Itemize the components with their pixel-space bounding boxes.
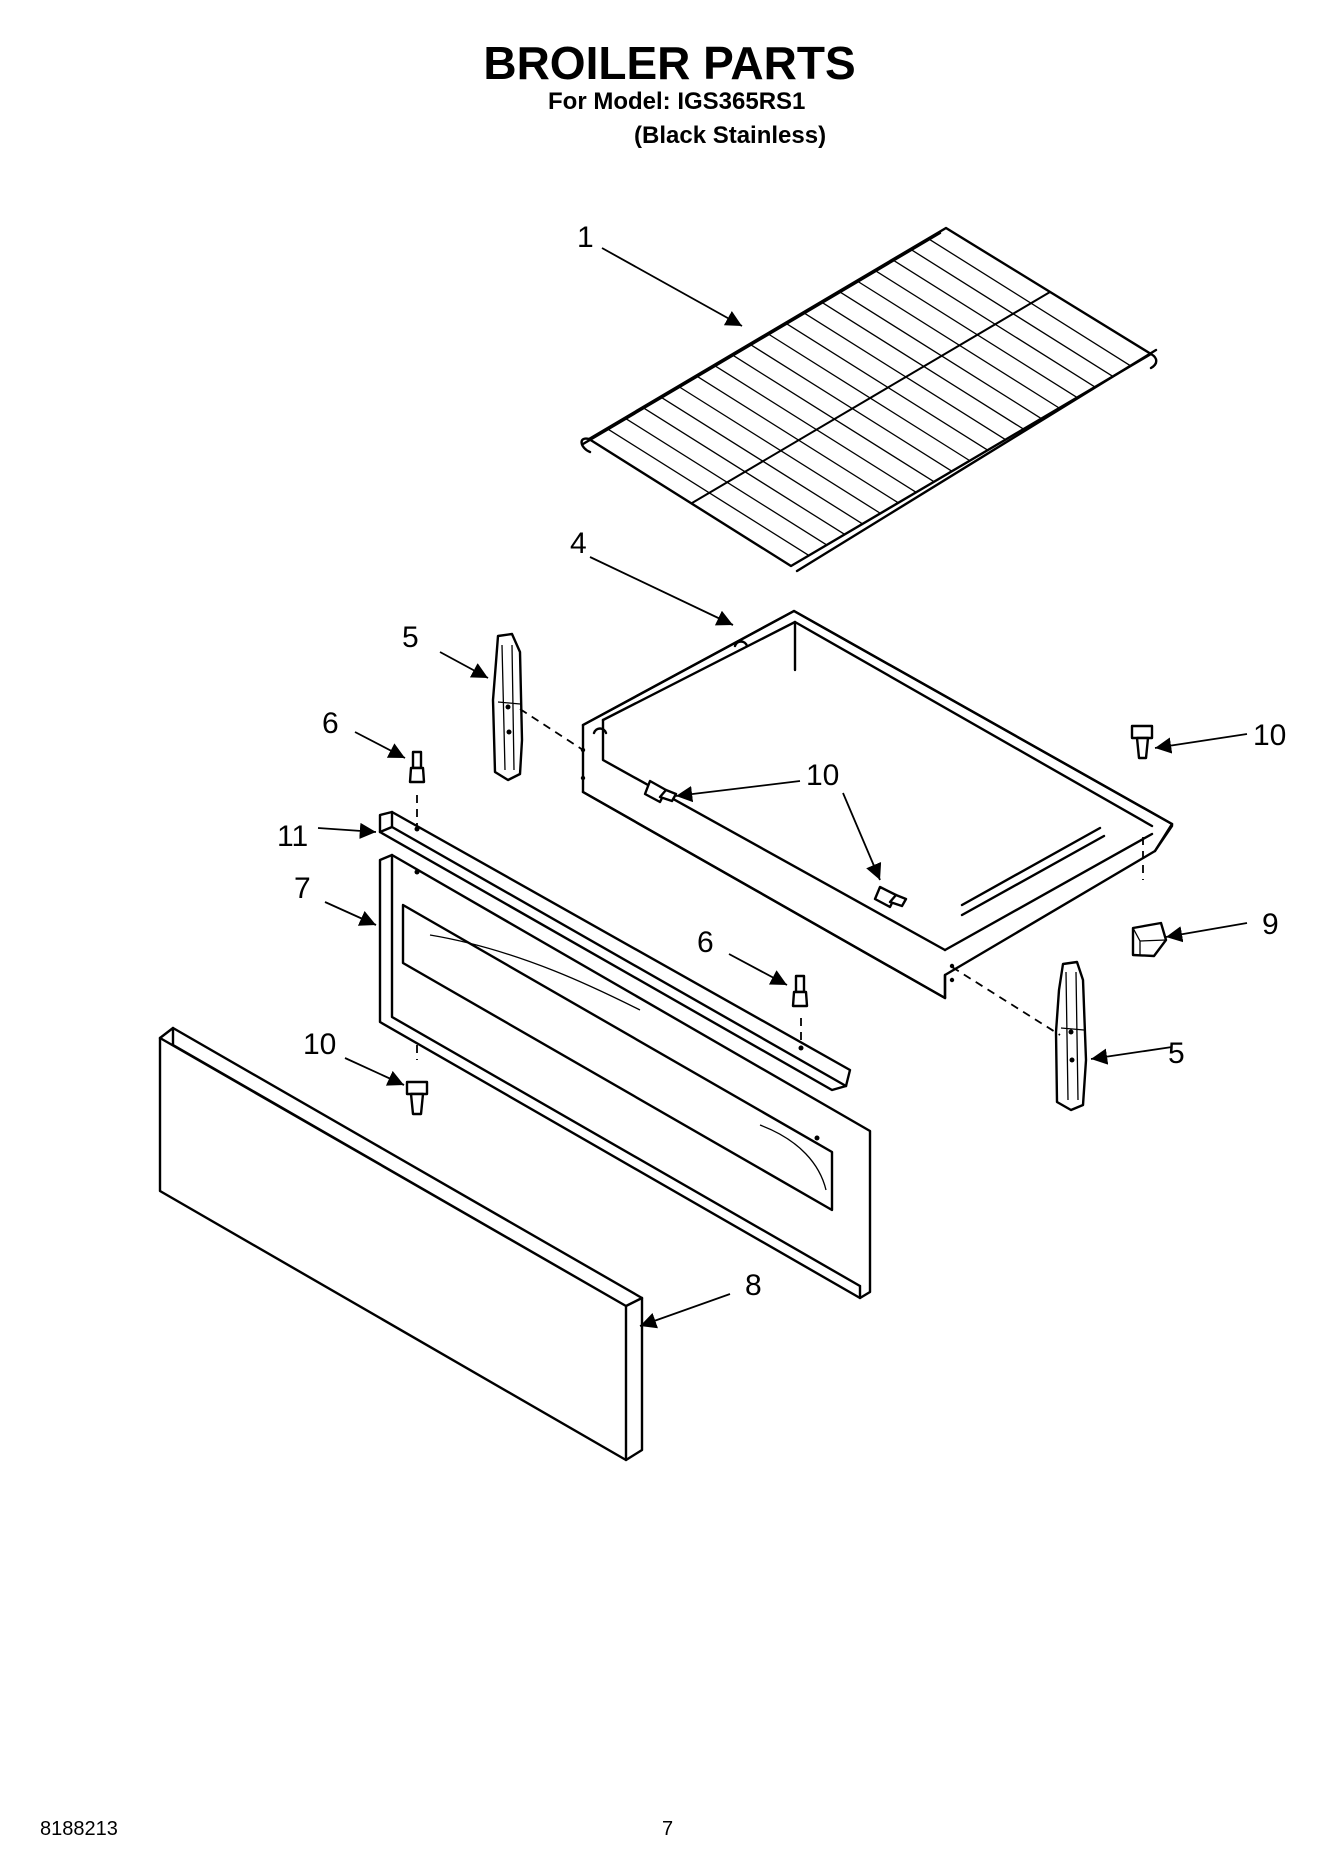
screw-10-pan-left (643, 779, 678, 804)
screw-6-left (408, 750, 426, 784)
callout-4: 4 (570, 527, 587, 560)
grid-bar (677, 385, 881, 514)
callout-10-bottom: 10 (303, 1028, 336, 1061)
callout-10-right: 10 (1253, 719, 1286, 752)
grid-bar (695, 375, 899, 504)
callout-9: 9 (1262, 908, 1279, 941)
grid-bar (927, 237, 1131, 367)
drawer-slide-left (491, 632, 524, 782)
page-number: 7 (662, 1818, 674, 1840)
drawer-front (158, 1026, 644, 1462)
drawer-slide-right (1054, 960, 1088, 1112)
screw-10-bottom (405, 1080, 429, 1116)
callout-5-left: 5 (402, 621, 419, 654)
bracket (378, 810, 852, 1092)
grid-bar (624, 417, 828, 546)
callout-11: 11 (277, 820, 308, 853)
grid-bar (874, 269, 1077, 398)
document-number: 8188213 (40, 1818, 118, 1840)
leader-lines (317, 247, 1248, 1329)
callout-10-center: 10 (806, 759, 839, 792)
callout-5-right: 5 (1168, 1037, 1185, 1070)
screw-6-right (791, 974, 809, 1008)
broiler-pan (580, 609, 1174, 1000)
callout-1: 1 (577, 221, 594, 254)
callout-6-left: 6 (322, 707, 339, 740)
grid-bar (838, 290, 1042, 419)
drawer-panel (378, 853, 872, 1300)
grid-bar (785, 322, 988, 451)
grid-bar (642, 406, 845, 535)
callout-6-right: 6 (697, 926, 714, 959)
callout-7: 7 (294, 872, 311, 905)
callout-labels: 1 4 5 6 10 10 11 7 6 9 10 5 8 (277, 221, 1286, 1302)
page-title: BROILER PARTS (483, 37, 856, 89)
grid-bar (749, 343, 952, 472)
grid-bar (606, 427, 810, 557)
grid-bar (856, 280, 1060, 409)
variant-line: (Black Stainless) (634, 122, 827, 149)
grid-bar (820, 301, 1024, 430)
grid-bar (660, 396, 863, 525)
clip (1131, 921, 1168, 958)
grid-bar (802, 311, 1006, 440)
grid-bar (909, 248, 1113, 377)
grid-bar (731, 354, 935, 483)
grid-bar (892, 259, 1095, 388)
screw-10-pan-center (873, 885, 908, 909)
model-line: For Model: IGS365RS1 (548, 88, 806, 115)
grid-bar (713, 364, 917, 493)
screw-10-right (1130, 724, 1154, 760)
grid-bar (767, 332, 970, 462)
callout-8: 8 (745, 1269, 762, 1302)
broiler-grid (580, 226, 1158, 573)
